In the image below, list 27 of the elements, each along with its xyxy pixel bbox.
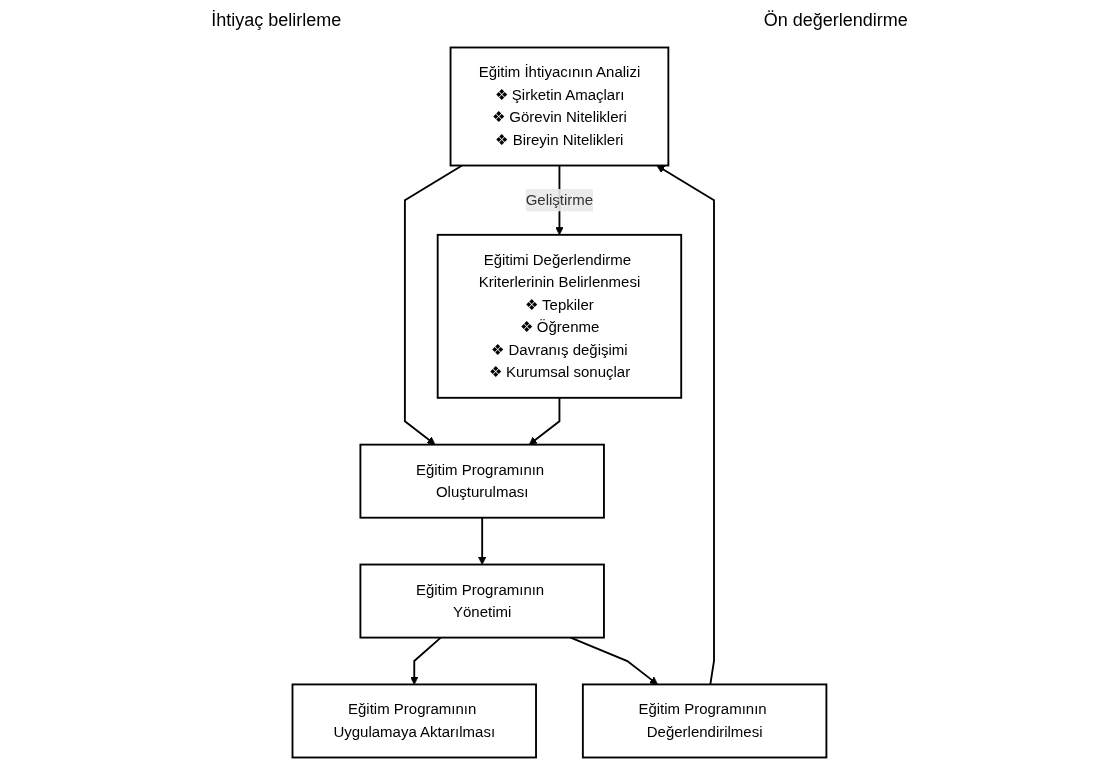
bullet-item: ❖ Kurumsal sonuçlar: [487, 363, 632, 382]
node-box: [291, 683, 537, 759]
node-title: Eğitim İhtiyacının Analizi: [478, 63, 641, 83]
node-title: Eğitimi Değerlendirme Kriterlerinin Belirlenmesi: [477, 250, 642, 293]
arrow: [478, 516, 487, 565]
arrow: [656, 165, 715, 686]
bullet-item: ❖ Öğrenme: [518, 318, 601, 338]
arrow: [404, 164, 464, 445]
node-box: [359, 563, 605, 639]
node-title: Eğitim Programının Değerlendirilmesi: [637, 700, 768, 742]
bullet-item: ❖ Davranış değişimi: [490, 340, 629, 360]
arrow: [410, 636, 442, 685]
node-title: Eğitim Programının Yönetimi: [415, 580, 546, 622]
stage-label: Ön değerlendirme: [763, 9, 908, 31]
node-box: [449, 46, 670, 167]
edge-label: Geliştirme: [525, 188, 594, 212]
bullet-item: ❖ Tepkiler: [524, 295, 595, 315]
stage-label: İhtiyaç belirleme: [211, 9, 342, 31]
bullet-item: ❖ Şirketin Amaçları: [493, 85, 626, 105]
arrow: [528, 396, 561, 445]
node-box: [436, 233, 683, 399]
node-box: [581, 683, 828, 759]
node-title: Eğitim Programının Oluşturulması: [415, 460, 546, 502]
node-title: Eğitim Programının Uygulamaya Aktarılması: [332, 700, 497, 742]
node-box: [359, 443, 605, 519]
bullet-item: ❖ Bireyin Nitelikleri: [494, 130, 625, 150]
bullet-item: ❖ Görevin Nitelikleri: [491, 108, 628, 128]
